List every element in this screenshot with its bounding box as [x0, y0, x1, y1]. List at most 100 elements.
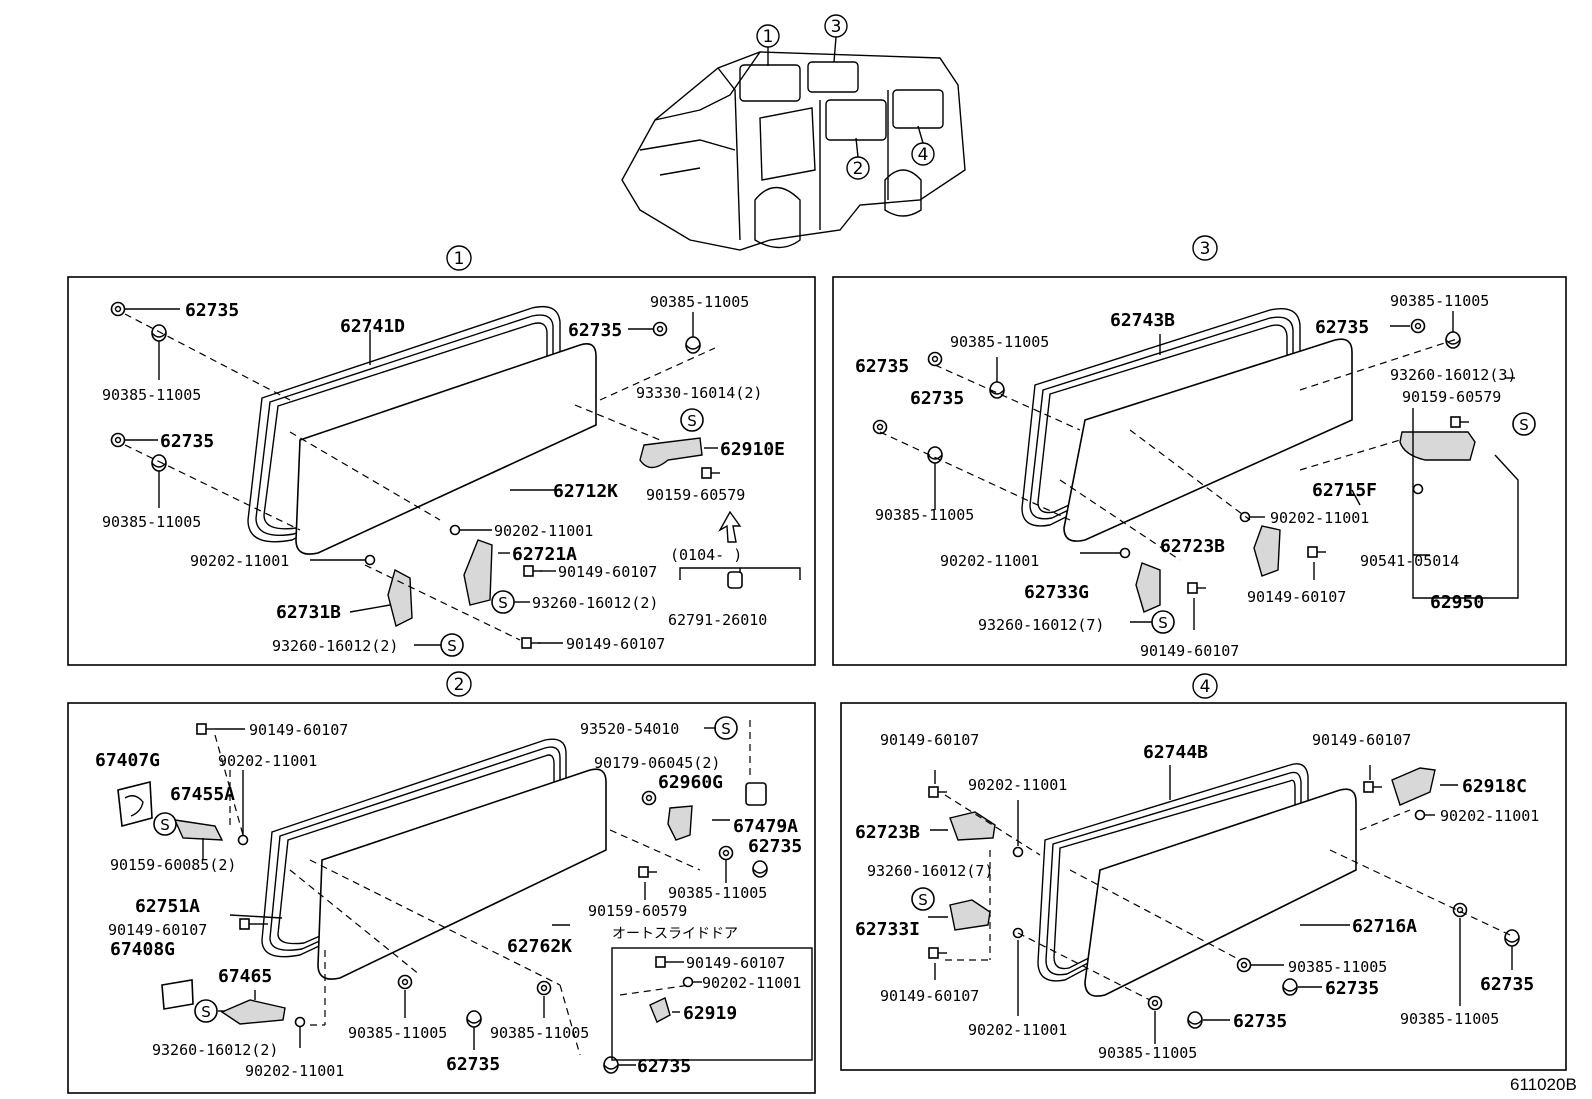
part-label-panel3-parts-o: 62733G	[1024, 582, 1089, 603]
part-label-panel4-parts-o: 90385-11005	[1098, 1044, 1197, 1062]
part-label-panel2-parts-v: 90385-11005	[490, 1024, 589, 1042]
part-label-panel2-parts-m: 90179-06045(2)	[594, 754, 720, 772]
part-label-panel2-parts-g: 90149-60107	[108, 921, 207, 939]
van-marker-2: 2	[853, 159, 864, 179]
part-label-panel3-parts-g: 90385-11005	[875, 506, 974, 524]
panel2-dashes	[214, 720, 751, 1056]
panel4-window	[1037, 763, 1357, 997]
part-label-panel4-parts-m: 90385-11005	[1288, 958, 1387, 976]
part-label-panel4-parts-g: 62723B	[855, 822, 920, 843]
part-label-panel1-parts-c: 62735	[160, 431, 214, 452]
part-label-panel3-parts-k: 62715F	[1312, 480, 1377, 501]
part-label-panel4-parts-s: 90385-11005	[1400, 1010, 1499, 1028]
panel-1: 62735 90385-11005 62735 90385-11005 6274…	[67, 276, 816, 666]
diagram-id: 611020B	[1510, 1075, 1577, 1094]
part-label-panel3-parts-a: 62743B	[1110, 310, 1175, 331]
part-label-panel4-parts-j: 62716A	[1352, 916, 1417, 937]
part-label-panel1-parts-m: 62721A	[512, 544, 577, 565]
van-marker-3: 3	[831, 17, 842, 37]
part-label-panel2-parts-h: 67408G	[110, 939, 175, 960]
part-label-panel2-parts-a: 90149-60107	[249, 721, 348, 739]
van-marker-4: 4	[918, 145, 929, 165]
panel3-dashes	[879, 337, 1461, 561]
part-label-panel3-parts-q: 90149-60107	[1140, 642, 1239, 660]
part-label-panel3-parts-s: 90541-05014	[1360, 552, 1459, 570]
panel2-window	[261, 738, 607, 980]
part-label-panel2-parts-s: 62762K	[507, 936, 572, 957]
part-label-panel1-parts-b: 90385-11005	[102, 386, 201, 404]
panel1-hardware	[110, 301, 743, 657]
part-label-panel2-parts-x: 90149-60107	[686, 954, 785, 972]
part-label-panel2-parts-o: 67479A	[733, 816, 798, 837]
part-label-panel1-parts-p: 90202-11001	[190, 552, 289, 570]
part-label-panel2-parts-d: 67455A	[170, 784, 235, 805]
part-label-panel1-parts-i: 62910E	[720, 439, 785, 460]
part-label-panel3-parts-l: 90202-11001	[1270, 509, 1369, 527]
part-label-panel1-parts-o: 93260-16012(2)	[532, 594, 658, 612]
part-label-panel2-parts-b: 90202-11001	[218, 752, 317, 770]
part-label-panel3-parts-j: 90159-60579	[1402, 388, 1501, 406]
part-label-panel3-parts-r: 90149-60107	[1247, 588, 1346, 606]
panel1-marker: 1	[454, 249, 465, 269]
part-label-panel4-parts-c: 62744B	[1143, 742, 1208, 763]
panel-4: 90149-60107 90202-11001 62744B 90149-601…	[840, 702, 1567, 1071]
part-label-panel1-parts-n: 90149-60107	[558, 563, 657, 581]
part-label-panel3-parts-d: 62735	[910, 388, 964, 409]
panel2-hardware	[117, 716, 813, 1074]
panel1-leaders	[124, 308, 801, 646]
part-label-panel4-parts-p: 62735	[1233, 1011, 1287, 1032]
part-label-panel1-parts-a: 62735	[185, 300, 239, 321]
part-label-panel1-parts-h: 93330-16014(2)	[636, 384, 762, 402]
panel-2: 90149-60107 90202-11001 67407G 67455A 90…	[67, 702, 816, 1094]
panel4-dashes	[944, 794, 1511, 1001]
part-label-panel1-parts-j: 90159-60579	[646, 486, 745, 504]
panel3-leaders	[934, 311, 1519, 630]
part-label-panel4-parts-k: 90149-60107	[880, 987, 979, 1005]
part-label-panel1-date_note: (0104- )	[670, 546, 742, 564]
part-label-panel4-parts-l: 90202-11001	[968, 1021, 1067, 1039]
part-label-panel3-parts-e: 90385-11005	[1390, 292, 1489, 310]
part-label-panel4-parts-a: 90149-60107	[880, 731, 979, 749]
part-label-panel3-parts-c: 62735	[855, 356, 909, 377]
panel3-window	[1021, 307, 1353, 542]
part-label-panel1-parts-l: 90202-11001	[494, 522, 593, 540]
panel4-leaders	[928, 765, 1513, 1044]
part-label-panel2-parts-l: 93520-54010	[580, 720, 679, 738]
part-label-panel1-parts-k: 62712K	[553, 481, 618, 502]
part-label-panel4-parts-i: 62733I	[855, 919, 920, 940]
part-label-panel2-parts-q: 90385-11005	[668, 884, 767, 902]
panel2-marker: 2	[454, 675, 465, 695]
van-illustration: 1 3 2 4	[621, 14, 966, 251]
part-label-panel3-parts-f: 62735	[1315, 317, 1369, 338]
panel1-window	[247, 305, 597, 555]
part-label-panel1-parts-s: 90149-60107	[566, 635, 665, 653]
part-label-panel1-parts-e: 62741D	[340, 316, 405, 337]
part-label-panel2-parts-w: 62735	[637, 1056, 691, 1077]
part-label-panel4-parts-h: 93260-16012(7)	[867, 862, 993, 880]
part-label-panel2-parts-p: 62735	[748, 836, 802, 857]
part-label-panel2-parts-i: 67465	[218, 966, 272, 987]
panel-3: 62743B 90385-11005 62735 62735 90385-110…	[832, 276, 1567, 666]
part-label-panel2-parts-j: 93260-16012(2)	[152, 1041, 278, 1059]
panel2-labels: 90149-60107 90202-11001 67407G 67455A 90…	[95, 720, 802, 1080]
van-marker-1: 1	[763, 27, 774, 47]
part-label-panel2-parts-n: 62960G	[658, 772, 723, 793]
part-label-panel4-parts-f: 90202-11001	[1440, 807, 1539, 825]
part-label-panel2-parts-z: 62919	[683, 1003, 737, 1024]
part-label-panel1-parts-r: 93260-16012(2)	[272, 637, 398, 655]
part-label-panel2-parts-e: 90159-60085(2)	[110, 856, 236, 874]
part-label-panel3-parts-m: 62723B	[1160, 536, 1225, 557]
part-label-panel4-parts-r: 62735	[1480, 974, 1534, 995]
part-label-panel2-parts-r: 90159-60579	[588, 902, 687, 920]
part-label-panel3-parts-b: 90385-11005	[950, 333, 1049, 351]
part-label-panel1-parts-g: 90385-11005	[650, 293, 749, 311]
part-label-panel3-parts-t: 62950	[1430, 592, 1484, 613]
panel3-labels: 62743B 90385-11005 62735 62735 90385-110…	[855, 292, 1516, 660]
part-label-panel2-parts-k: 90202-11001	[245, 1062, 344, 1080]
part-label-panel4-parts-d: 90149-60107	[1312, 731, 1411, 749]
part-label-panel4-parts-e: 62918C	[1462, 776, 1527, 797]
part-label-panel1-parts-f: 62735	[568, 320, 622, 341]
part-label-panel4-parts-b: 90202-11001	[968, 776, 1067, 794]
part-label-panel2-parts-c: 67407G	[95, 750, 160, 771]
